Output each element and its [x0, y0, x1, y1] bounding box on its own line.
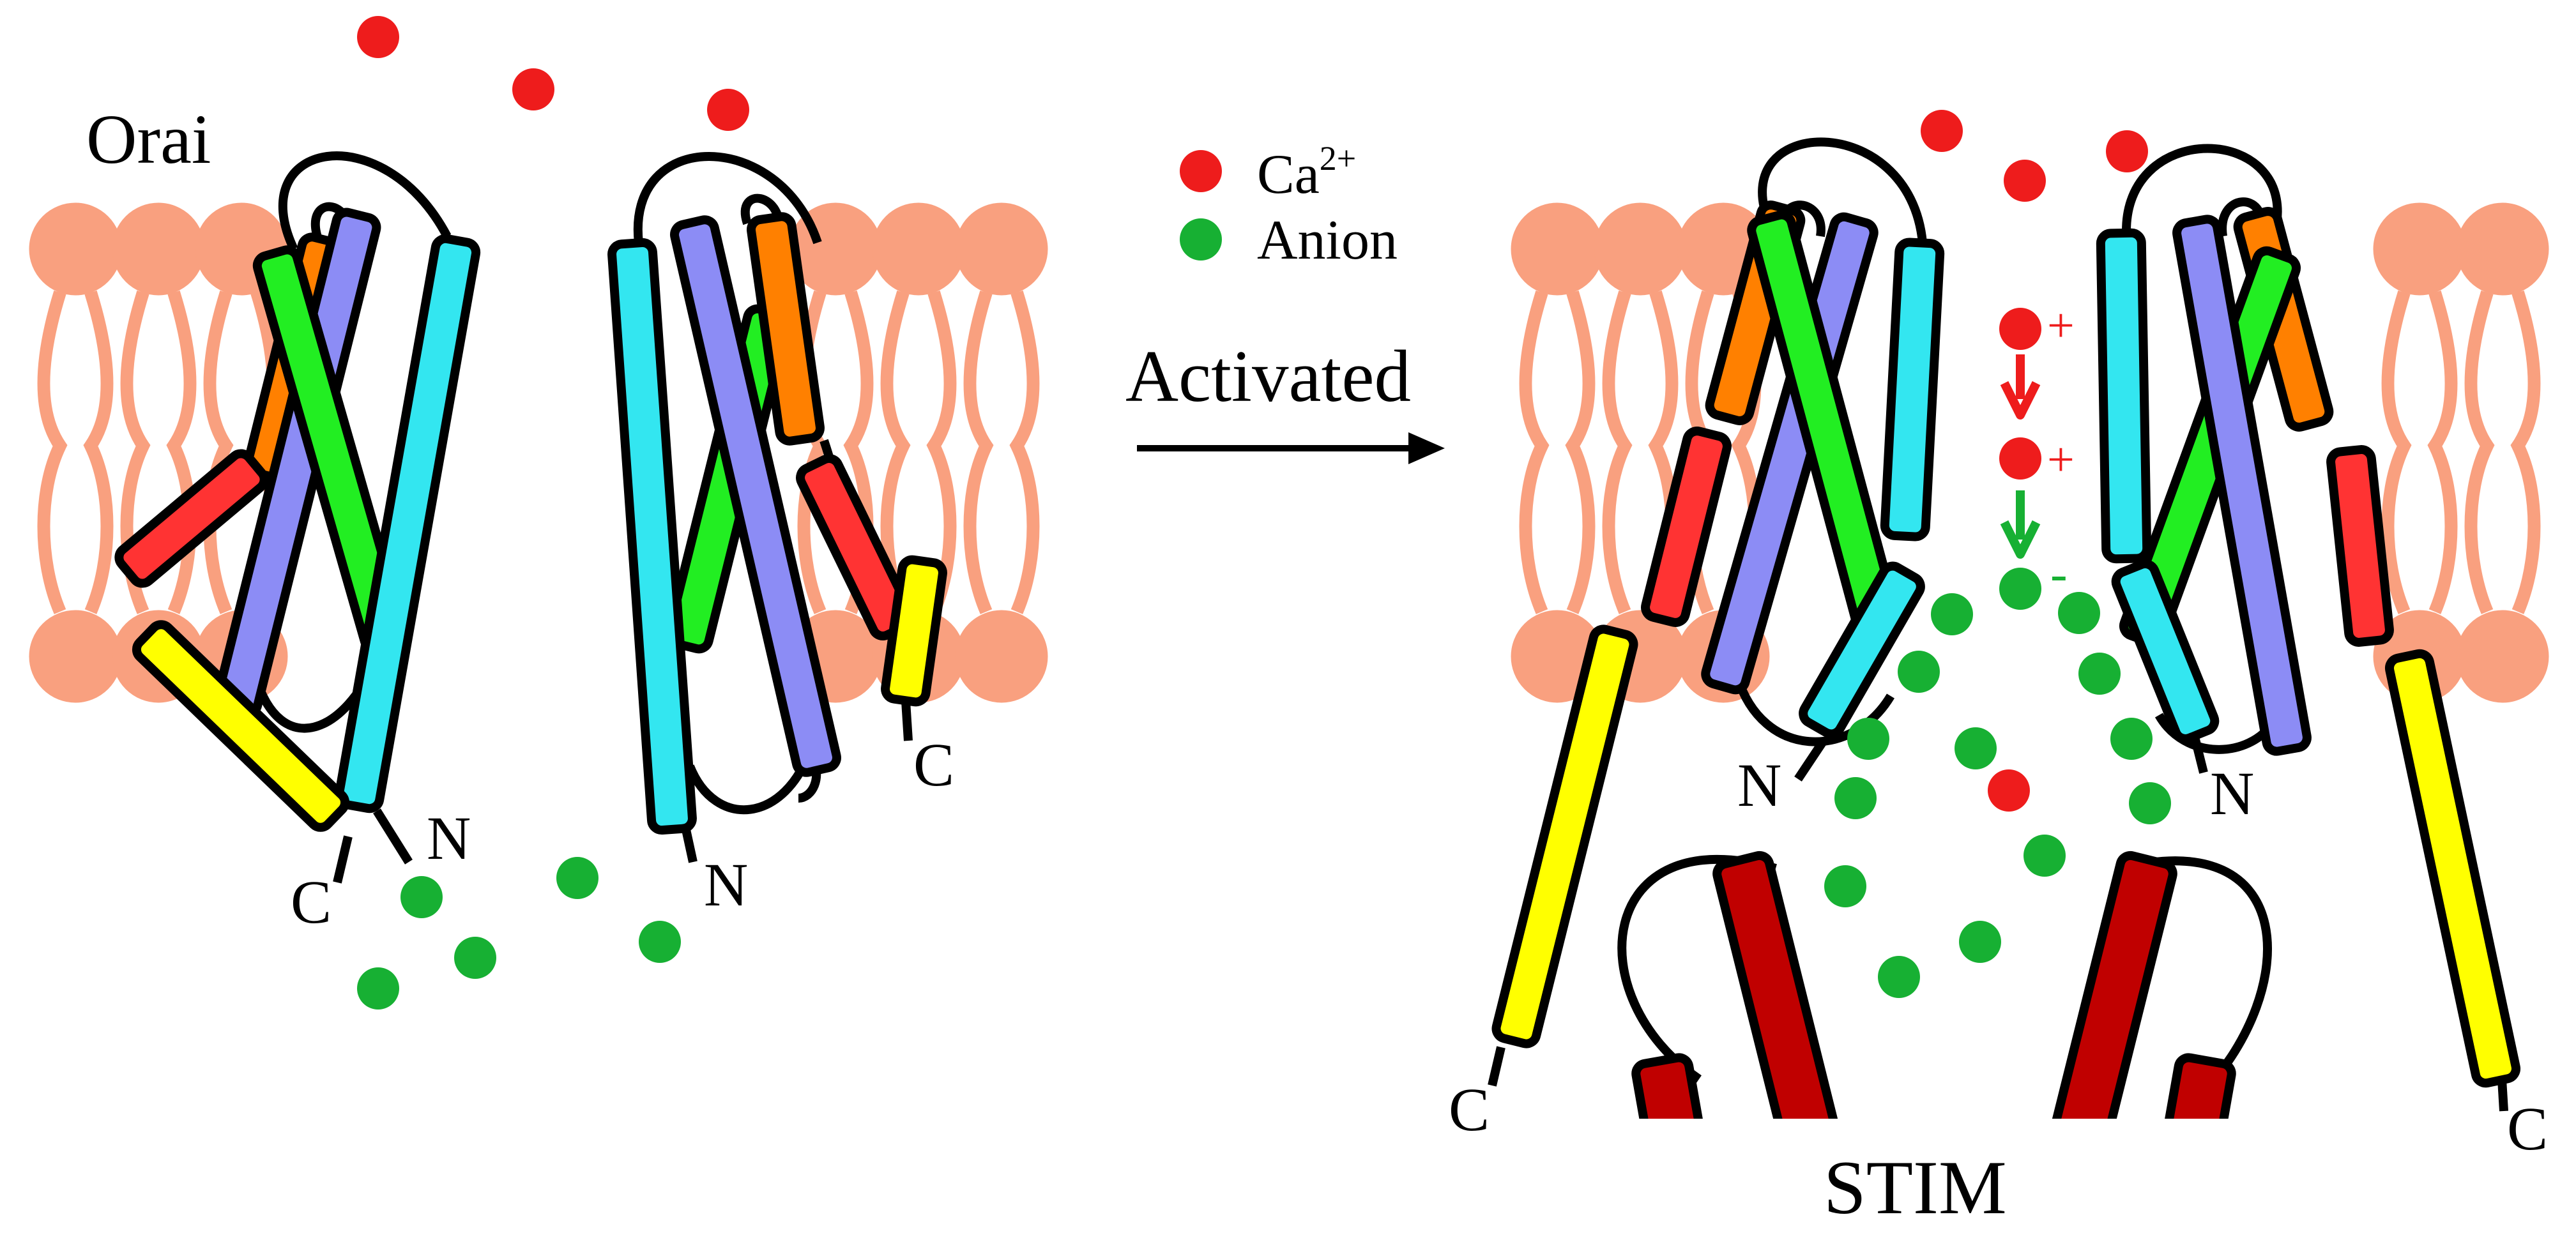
activated-label: Activated [1125, 336, 1411, 417]
anion [2058, 592, 2100, 634]
activated-orai-channel [1488, 137, 2521, 1169]
c-terminus-stub [2497, 1078, 2508, 1112]
anion [2110, 718, 2153, 760]
orai-label: Orai [86, 100, 211, 178]
anion [357, 967, 399, 1010]
calcium-ion [1999, 308, 2041, 350]
anion [556, 857, 598, 899]
tm1-helix [607, 238, 697, 835]
calcium-ion [707, 89, 749, 131]
extracellular-loop [633, 152, 822, 245]
calcium-legend-icon [1180, 150, 1222, 192]
stim-label: STIM [1824, 1145, 2007, 1230]
calcium-ion [2106, 130, 2148, 172]
extracellular-loop [1758, 137, 1927, 243]
calcium-ion [1988, 769, 2030, 812]
anion [1898, 651, 1940, 693]
anion [1878, 956, 1920, 998]
intracellular-loop [1733, 675, 1894, 746]
stim-clip-mask [1533, 1119, 2299, 1233]
anion-flux-arrow [2000, 490, 2041, 559]
c-terminus-stub [901, 700, 913, 741]
activation-arrow-icon [1137, 432, 1445, 464]
tm4-helix [747, 212, 825, 446]
anion [454, 937, 496, 979]
tm2-helix [2172, 215, 2312, 756]
c-terminus-stub [333, 835, 353, 884]
stim-loop [2119, 856, 2272, 1095]
c-terminal-helix [1491, 624, 1638, 1048]
c-terminal-helix [2384, 649, 2521, 1088]
positive-charge-label: + [2047, 433, 2075, 487]
tm4-extension-helix [2326, 445, 2394, 647]
anion [1955, 727, 1997, 769]
calcium-ion [357, 16, 399, 58]
c-terminal-helix [132, 620, 350, 832]
n-terminus-label: N [1737, 751, 1781, 819]
n-terminus-label: N [427, 804, 471, 872]
calcium-ion [1921, 110, 1963, 152]
tm1-helix [334, 234, 481, 813]
positive-charge-label: + [2047, 299, 2075, 352]
tm4-extension-helix [114, 449, 269, 588]
tm1-helix [1880, 238, 1945, 541]
calcium-flux-arrow [2000, 354, 2041, 420]
n-terminus-stub [2190, 733, 2208, 774]
n-terminus-label: N [2210, 759, 2254, 828]
calcium-legend-label: Ca2+ [1257, 139, 1356, 206]
anion [1824, 865, 1866, 907]
n-terminus-stub [373, 808, 413, 865]
c-terminal-helix [881, 555, 947, 707]
tm4-extension-helix [1641, 427, 1732, 627]
n-terminus-label: N [704, 851, 748, 919]
anion [2129, 782, 2171, 824]
c-terminus-label: C [913, 730, 954, 799]
lipid-molecule [29, 203, 121, 702]
c-terminus-label: C [2507, 1094, 2548, 1163]
calcium-ion [1999, 437, 2041, 480]
anion [1959, 921, 2001, 963]
tm1-extension-helix [1799, 561, 1925, 739]
c-terminus-stub [1488, 1046, 1505, 1087]
c-terminus-label: C [1449, 1075, 1490, 1144]
anion [400, 876, 443, 918]
lipid-molecule [1511, 203, 1603, 702]
tm2-helix [670, 215, 841, 777]
lipid-molecule [2457, 203, 2549, 702]
anion [1931, 593, 1973, 635]
stim-helix [1712, 851, 1839, 1148]
anion [1847, 718, 1889, 760]
calcium-ions [357, 16, 2148, 812]
negative-charge-label: - [2050, 546, 2068, 602]
stim-helix [2051, 851, 2177, 1148]
lipid-molecule [956, 203, 1048, 702]
legend: Ca2+ Anion [1180, 139, 1398, 271]
anion [2078, 653, 2121, 695]
n-terminus-stub [680, 822, 697, 863]
anion [2023, 835, 2066, 877]
anion-legend-icon [1180, 218, 1222, 261]
anion-legend-label: Anion [1257, 209, 1398, 271]
tm1-helix [2096, 228, 2152, 564]
stim-loop [1617, 855, 1777, 1083]
anion [1999, 568, 2041, 610]
anions [357, 568, 2171, 1010]
resting-orai-channel [114, 151, 947, 884]
calcium-ion [2004, 160, 2046, 202]
tm1-extension-helix [2111, 559, 2220, 743]
c-terminus-label: C [291, 868, 332, 936]
extracellular-loop [278, 151, 452, 251]
calcium-ion [512, 68, 554, 110]
anion [1834, 777, 1877, 819]
extracellular-loop [2122, 144, 2282, 243]
anion [639, 921, 681, 963]
n-terminus-stub [1794, 738, 1827, 782]
